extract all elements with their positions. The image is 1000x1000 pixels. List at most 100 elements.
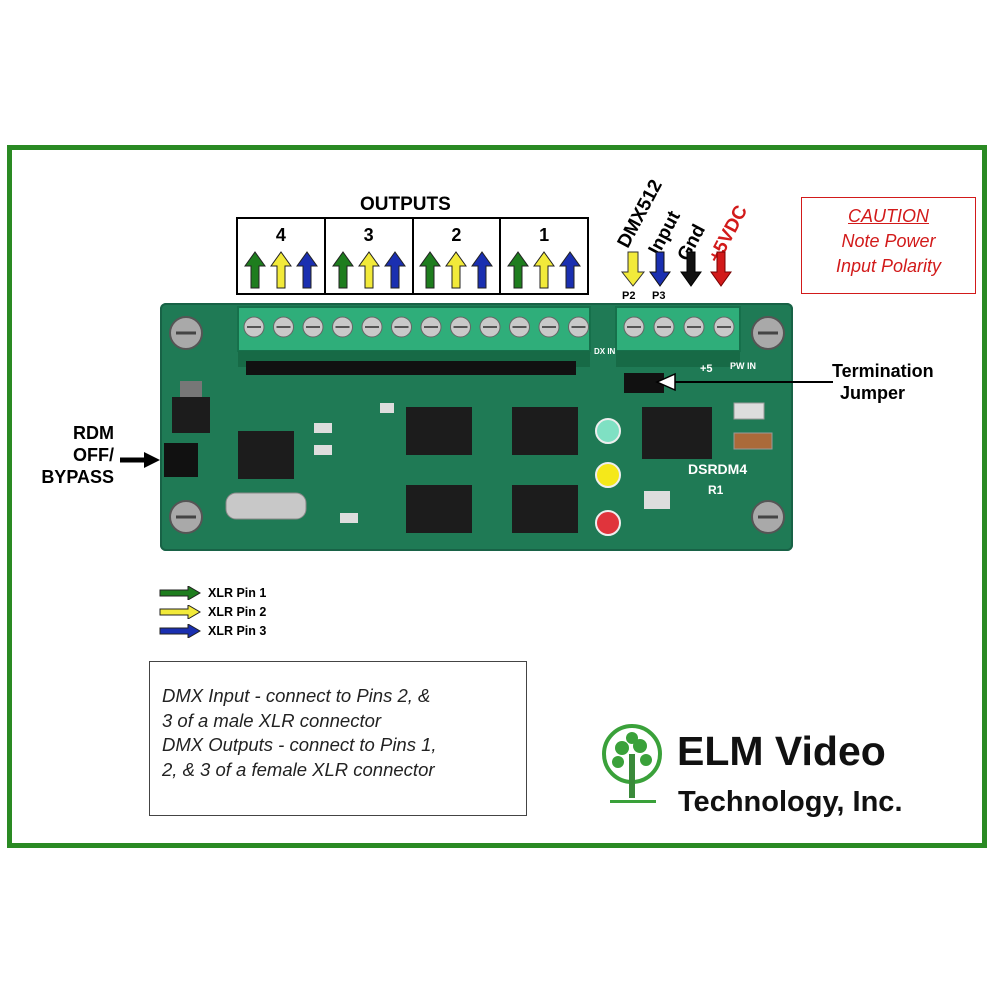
legend-label: XLR Pin 1 [208, 585, 267, 600]
pin-legend: XLR Pin 1 XLR Pin 2 XLR Pin 3 [158, 583, 266, 640]
dmx-input-arrows [620, 251, 732, 287]
rdm-line-2: OFF/ [73, 445, 114, 465]
green-up-arrow-icon [243, 251, 266, 289]
terminal-screw-icon [479, 316, 501, 338]
connection-note: DMX Input - connect to Pins 2, & 3 of a … [149, 661, 527, 816]
note-line-3: DMX Outputs - connect to Pins 1, [162, 734, 437, 755]
note-line-4: 2, & 3 of a female XLR connector [162, 758, 435, 780]
legend-label: XLR Pin 2 [208, 604, 267, 619]
plus5-label: +5 [700, 363, 713, 375]
left-arrow-icon [655, 372, 676, 392]
black-down-arrow-icon [680, 251, 702, 287]
blue-up-arrow-icon [383, 251, 406, 289]
pin-arrows [501, 251, 587, 289]
channel-number: 4 [275, 225, 286, 245]
channel-number: 2 [451, 225, 462, 245]
terminal-screw-icon [332, 316, 353, 338]
blue-down-arrow-icon [649, 251, 671, 287]
legend-item: XLR Pin 3 [158, 621, 266, 640]
terminal-screw-icon [653, 316, 675, 338]
rdm-line-1: RDM [73, 423, 114, 443]
regulator-chip [172, 397, 210, 433]
blue-up-arrow-icon [559, 251, 582, 289]
green-up-arrow-icon [331, 251, 354, 289]
note-line-1: DMX Input - connect to Pins 2, & [162, 685, 431, 706]
green-up-arrow-icon [419, 251, 442, 289]
green-up-arrow-icon [507, 251, 530, 289]
terminal-screw-icon [568, 316, 589, 338]
yellow-up-arrow-icon [269, 251, 292, 289]
dx-in-label: DX IN [594, 347, 616, 356]
yellow-led [595, 462, 621, 488]
transceiver-chip [642, 407, 712, 459]
yellow-down-arrow-icon [620, 251, 646, 287]
right-arrow-icon [144, 452, 160, 468]
terminal-screw-icon [538, 316, 560, 338]
terminal-screw-icon [273, 316, 294, 338]
blue-up-arrow-icon [471, 251, 494, 289]
termination-callout: Termination Jumper [832, 360, 934, 404]
output-channel-4: 4 [238, 219, 326, 293]
green-led [595, 418, 621, 444]
termination-pointer [655, 372, 833, 392]
terminal-screw-icon [391, 316, 412, 338]
pin-arrows [414, 251, 500, 289]
optocoupler-chip [512, 485, 578, 533]
rdm-jumper [164, 443, 198, 477]
output-channel-3: 3 [326, 219, 414, 293]
terminal-screw-icon [361, 316, 383, 338]
yellow-up-arrow-icon [533, 251, 556, 289]
optocoupler-chip [512, 407, 578, 455]
terminal-screw-icon [683, 316, 705, 338]
terminal-screw-icon [623, 316, 645, 338]
red-down-arrow-icon [710, 251, 732, 287]
ic-chip [238, 431, 294, 479]
screw-icon [751, 316, 785, 350]
yellow-right-arrow-icon [159, 604, 201, 619]
caution-line-2: Input Polarity [835, 256, 942, 276]
terminal-screw-icon [243, 316, 265, 338]
screw-icon [169, 500, 203, 534]
note-line-2: 3 of a male XLR connector [162, 709, 382, 731]
pcb-board: DSRDM4 R1 PW IN +5 DX IN [160, 303, 793, 551]
terminal-screw-icon [450, 316, 471, 338]
terminal-screw-icon [713, 316, 735, 338]
board-rev-label: R1 [708, 483, 724, 497]
screw-icon [751, 500, 785, 534]
tree-logo-icon [602, 724, 662, 803]
red-led [595, 510, 621, 536]
screw-icon [169, 316, 203, 350]
termination-line-2: Jumper [840, 383, 906, 403]
board-model-label: DSRDM4 [688, 461, 748, 477]
termination-line-1: Termination [832, 361, 934, 381]
optocoupler-chip [406, 485, 472, 533]
output-channel-1: 1 [501, 219, 587, 293]
yellow-up-arrow-icon [445, 251, 468, 289]
caution-line-1: Note Power [841, 231, 936, 251]
legend-item: XLR Pin 2 [158, 602, 266, 621]
blue-up-arrow-icon [295, 251, 318, 289]
company-subtitle: Technology, Inc. [678, 786, 903, 818]
rdm-line-3: BYPASS [41, 467, 114, 487]
caution-box: CAUTION Note Power Input Polarity [801, 197, 976, 294]
legend-label: XLR Pin 3 [208, 623, 267, 638]
crystal [225, 492, 307, 520]
terminal-screw-icon [302, 316, 324, 338]
channel-number: 3 [363, 225, 374, 245]
pw-in-label: PW IN [730, 361, 756, 371]
termination-jumper [624, 373, 664, 393]
pin-p2-label: P2 [622, 290, 636, 302]
legend-item: XLR Pin 1 [158, 583, 266, 602]
pin-arrows [238, 251, 324, 289]
optocoupler-chip [406, 407, 472, 455]
pcb-artwork [164, 306, 785, 536]
yellow-up-arrow-icon [357, 251, 380, 289]
terminal-screw-icon [420, 316, 442, 338]
blue-right-arrow-icon [159, 623, 201, 638]
rdm-callout: RDM OFF/ BYPASS [22, 422, 114, 488]
outputs-table: 4 3 2 1 [236, 217, 589, 295]
terminal-screw-icon [509, 316, 530, 338]
caution-title: CAUTION [848, 206, 929, 226]
green-right-arrow-icon [159, 585, 201, 600]
channel-number: 1 [539, 225, 550, 245]
